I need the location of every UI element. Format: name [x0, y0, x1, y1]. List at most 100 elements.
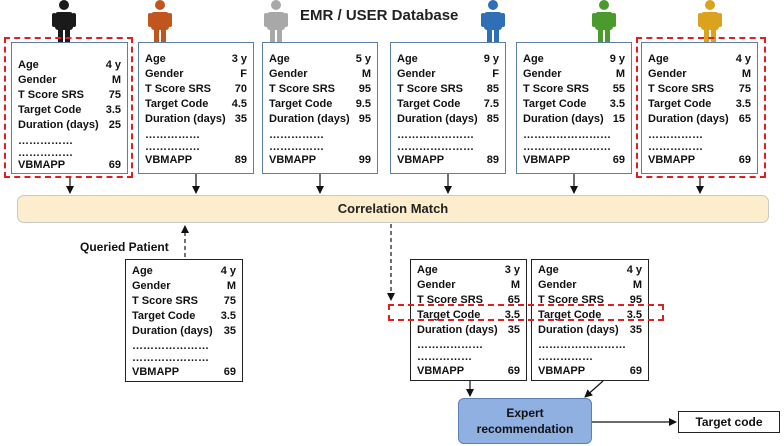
tscore-label: T Score SRS [417, 294, 484, 306]
age-value: 3 y [231, 53, 247, 65]
target-label: Target Code [648, 98, 712, 110]
gender-label: Gender [538, 279, 577, 291]
gender-label: Gender [397, 68, 436, 80]
duration-value: 35 [507, 324, 520, 336]
age-label: Age [132, 265, 153, 277]
ellipsis-row: …………………… [523, 141, 611, 153]
duration-value: 25 [108, 119, 121, 131]
age-label: Age [269, 53, 290, 65]
tscore-value: 95 [358, 83, 371, 95]
target-value: 3.5 [609, 98, 625, 110]
age-label: Age [648, 53, 669, 65]
duration-label: Duration (days) [145, 113, 226, 125]
tscore-value: 75 [738, 83, 751, 95]
target-value: 3.5 [105, 104, 121, 116]
vbmapp-label: VBMAPP [417, 365, 465, 377]
duration-value: 35 [629, 324, 642, 336]
gender-label: Gender [417, 279, 456, 291]
ellipsis-row: ………………… [132, 340, 209, 352]
duration-label: Duration (days) [417, 324, 498, 336]
vbmapp-value: 99 [358, 154, 371, 166]
target-label: Target Code [269, 98, 333, 110]
target-code-box: Target code [678, 411, 780, 433]
ellipsis-row: ……………… [417, 339, 483, 351]
ellipsis-row: ………………… [397, 129, 474, 141]
tscore-label: T Score SRS [132, 295, 199, 307]
target-value: 4.5 [231, 98, 247, 110]
target-label: Target Code [18, 104, 82, 116]
target-label: Target Code [132, 310, 196, 322]
correlation-match-bar: Correlation Match [17, 195, 769, 223]
gender-value: M [615, 68, 625, 80]
arrow-result2-to-expert [584, 380, 604, 398]
tscore-value: 95 [629, 294, 642, 306]
gender-value: M [741, 68, 751, 80]
vbmapp-label: VBMAPP [18, 159, 66, 171]
age-value: 4 y [220, 265, 236, 277]
ellipsis-row: …………… [18, 135, 73, 147]
target-code-highlight [388, 304, 664, 321]
age-value: 9 y [483, 53, 499, 65]
target-label: Target Code [145, 98, 209, 110]
age-label: Age [538, 264, 559, 276]
ellipsis-row: …………… [648, 141, 703, 153]
target-label: Target Code [417, 309, 481, 321]
age-value: 5 y [355, 53, 371, 65]
target-label: Target Code [397, 98, 461, 110]
age-value: 4 y [735, 53, 751, 65]
age-value: 4 y [626, 264, 642, 276]
tscore-value: 75 [108, 89, 121, 101]
age-value: 3 y [504, 264, 520, 276]
vbmapp-value: 69 [108, 159, 121, 171]
duration-value: 15 [612, 113, 625, 125]
tscore-value: 75 [223, 295, 236, 307]
target-label: Target Code [523, 98, 587, 110]
ellipsis-row: …………………… [523, 129, 611, 141]
vbmapp-label: VBMAPP [648, 154, 696, 166]
tscore-label: T Score SRS [648, 83, 715, 95]
vbmapp-value: 89 [486, 154, 499, 166]
vbmapp-label: VBMAPP [145, 154, 193, 166]
duration-value: 35 [234, 113, 247, 125]
match-highlight-left [4, 37, 133, 178]
ellipsis-row: ………………… [397, 141, 474, 153]
tscore-label: T Score SRS [145, 83, 212, 95]
tscore-label: T Score SRS [523, 83, 590, 95]
duration-label: Duration (days) [648, 113, 729, 125]
age-value: 9 y [609, 53, 625, 65]
ellipsis-row: …………… [269, 129, 324, 141]
duration-value: 65 [738, 113, 751, 125]
gender-value: M [632, 279, 642, 291]
target-value: 3.5 [220, 310, 236, 322]
gender-value: M [361, 68, 371, 80]
vbmapp-label: VBMAPP [538, 365, 586, 377]
ellipsis-row: …………… [648, 129, 703, 141]
tscore-label: T Score SRS [18, 89, 85, 101]
gender-value: F [240, 68, 247, 80]
diagram-title: EMR / USER Database [300, 7, 459, 24]
tscore-label: T Score SRS [269, 83, 336, 95]
target-label: Target Code [538, 309, 602, 321]
tscore-value: 55 [612, 83, 625, 95]
gender-value: M [226, 280, 236, 292]
age-label: Age [523, 53, 544, 65]
gender-value: F [492, 68, 499, 80]
vbmapp-label: VBMAPP [397, 154, 445, 166]
ellipsis-row: …………… [417, 351, 472, 363]
duration-label: Duration (days) [18, 119, 99, 131]
vbmapp-value: 69 [629, 365, 642, 377]
age-label: Age [145, 53, 166, 65]
gender-value: M [111, 74, 121, 86]
age-label: Age [417, 264, 438, 276]
queried-patient-label: Queried Patient [80, 240, 169, 254]
ellipsis-row: …………… [145, 141, 200, 153]
age-label: Age [18, 59, 39, 71]
age-value: 4 y [105, 59, 121, 71]
match-highlight-right [636, 37, 766, 178]
